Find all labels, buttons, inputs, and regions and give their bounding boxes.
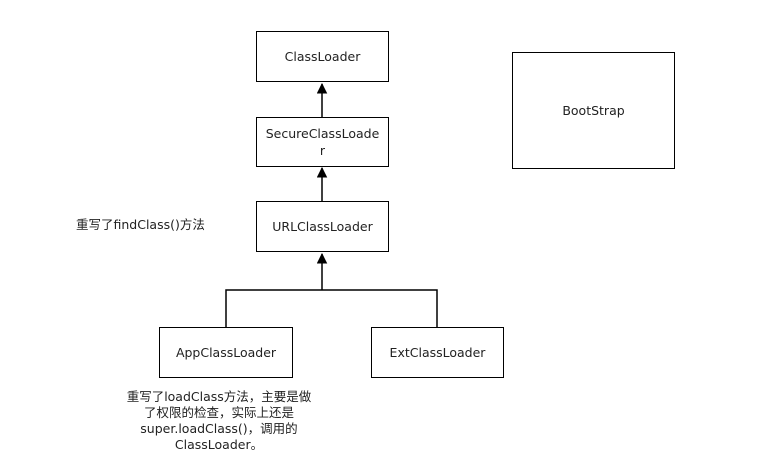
note-appclassloader-line-4: ClassLoader。 [174, 437, 264, 452]
node-bootstrap-label: BootStrap [562, 103, 625, 118]
note-appclassloader-line-3: super.loadClass()，调用的 [140, 421, 298, 436]
node-extclassloader-label: ExtClassLoader [389, 345, 486, 360]
note-appclassloader-line-1: 重写了loadClass方法，主要是做 [126, 389, 312, 404]
note-appclassloader: 重写了loadClass方法，主要是做 了权限的检查，实际上还是 super.l… [108, 389, 330, 453]
node-secureclassloader-label: SecureClassLoade r [265, 126, 380, 158]
node-classloader: ClassLoader [256, 31, 389, 82]
note-appclassloader-line-2: 了权限的检查，实际上还是 [143, 405, 294, 420]
node-appclassloader: AppClassLoader [159, 327, 293, 378]
node-urlclassloader-label: URLClassLoader [272, 219, 373, 234]
node-extclassloader: ExtClassLoader [371, 327, 504, 378]
node-bootstrap: BootStrap [512, 52, 675, 169]
node-classloader-label: ClassLoader [284, 49, 361, 64]
note-urlclassloader: 重写了findClass()方法 [76, 217, 205, 232]
node-urlclassloader: URLClassLoader [256, 201, 389, 252]
node-appclassloader-label: AppClassLoader [175, 345, 277, 360]
node-secureclassloader: SecureClassLoade r [256, 117, 389, 167]
edge-ext-branch [322, 289, 438, 327]
edge-app-branch [225, 289, 322, 327]
